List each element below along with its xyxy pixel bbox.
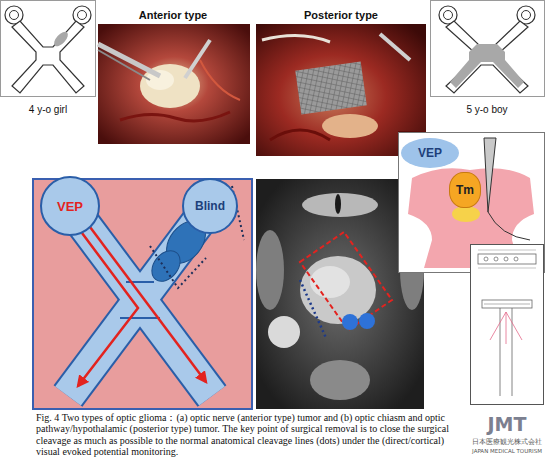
surgical-photo [98,24,250,144]
mri-image [302,193,378,217]
node-label: Tm [456,183,474,197]
figure-caption: Fig. 4 Two types of optic glioma：(a) opt… [36,412,468,458]
optic-nerve-model [90,227,206,382]
chiasm-schematic [52,29,71,48]
surgical-photo [322,114,378,138]
chiasm-schematic [10,11,19,20]
electrode-inset [490,312,522,344]
surgical-photo [120,112,230,121]
electrode-inset [484,257,488,261]
node-label: VEP [418,146,442,160]
vep-cloud: VEP [401,138,459,168]
electrode-inset [494,257,498,261]
tumor-blob: Tm [449,172,481,208]
mri-image [310,360,370,400]
mri-image [359,313,375,329]
electrode-inset [484,304,530,305]
electrode-inset [471,245,544,405]
surgical-photo [295,62,366,115]
patient-label: 5 y-o boy [466,104,507,115]
electrode-diagram [484,138,496,212]
electrode-inset [478,250,536,268]
panel-title: Anterior type [139,9,207,21]
chiasm-schematic [431,1,545,97]
chiasm-schematic [522,11,531,20]
surgical-photo [98,50,150,80]
node-label: Blind [195,199,225,213]
patient-label: 4 y-o girl [29,104,67,115]
chiasm-schematic [450,44,524,88]
electrode-inset [514,257,518,261]
mri-image [310,266,350,298]
optic-nerve-model [78,233,138,386]
node-label: VEP [57,199,83,214]
mri-image [300,280,326,338]
panel-title: Posterior type [304,9,378,21]
optic-nerve-model [150,246,206,288]
mri-image [268,316,300,348]
watermark: 日本医療観光株式会社 [472,437,542,447]
chiasm-schematic [78,11,87,20]
blind-circle: Blind [182,178,238,234]
vep-circle: VEP [40,176,100,236]
electrode-diagram [488,212,530,240]
mri-image [342,314,358,330]
chiasm-schematic [1,1,96,97]
chiasm-schematic [1,1,96,97]
surgical-photo [98,44,160,76]
surgical-photo [270,130,330,140]
electrode-inset [482,300,532,308]
mri-image [256,230,284,310]
optic-nerve-model [146,245,186,287]
watermark: JAPAN MEDICAL TOURISM [472,448,542,454]
chiasm-schematic [12,21,84,93]
chiasm-schematic [444,11,453,20]
mri-image [335,194,341,214]
surgical-photo [262,35,330,42]
surgical-photo [98,24,250,144]
mri-image [300,232,392,330]
watermark: JMT [488,413,527,435]
electrode-inset [504,257,508,261]
chiasm-schematic [431,1,545,97]
electrode-inset [471,245,544,405]
surgical-photo [200,60,240,100]
chiasm-schematic [446,21,528,93]
electrode-diagram [452,206,480,222]
surgical-photo [380,34,410,60]
electrode-inset [478,254,536,264]
